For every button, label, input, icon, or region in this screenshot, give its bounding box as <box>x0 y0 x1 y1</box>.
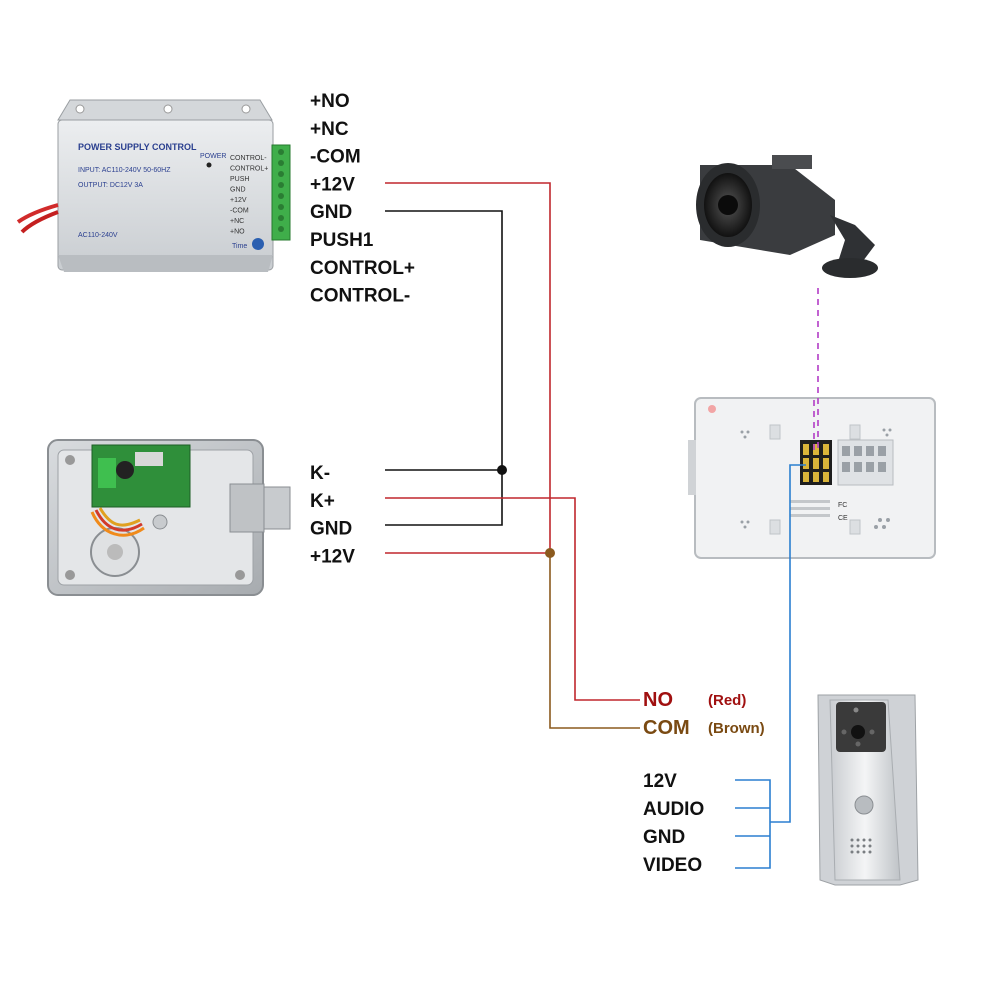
lock-terminal-list: K- K+ GND +12V <box>310 463 355 567</box>
lock-terminal-1: K+ <box>310 491 335 512</box>
ps-ac-label: AC110-240V <box>78 232 118 239</box>
cctv-camera <box>696 155 878 278</box>
ps-box-terminal-7: +NO <box>230 229 245 236</box>
indoor-monitor: FC CE <box>688 397 936 559</box>
lock-terminal-3: +12V <box>310 546 355 567</box>
doorbell-terminal-list: 12V AUDIO GND VIDEO <box>643 771 704 876</box>
ps-terminal-3: +12V <box>310 174 355 195</box>
ps-terminal-0: +NO <box>310 91 350 112</box>
ps-terminal-4: GND <box>310 202 352 223</box>
ps-power-label: POWER <box>200 153 226 160</box>
com-label: COM <box>643 717 690 739</box>
ps-box-terminal-6: +NC <box>230 218 244 225</box>
no-label: NO <box>643 689 673 711</box>
lock-terminal-2: GND <box>310 519 352 540</box>
ps-box-terminal-0: CONTROL- <box>230 155 267 162</box>
com-color-note: (Brown) <box>708 720 765 737</box>
junction-gnd <box>497 465 507 475</box>
ps-time-label: Time <box>232 243 247 250</box>
wire-com <box>549 553 640 729</box>
doorbell-terminal-0: 12V <box>643 771 677 792</box>
wire-kplus-no <box>385 497 640 701</box>
ps-terminal-7: CONTROL- <box>310 286 410 307</box>
ps-terminal-2: -COM <box>310 147 361 168</box>
doorbell-terminal-3: VIDEO <box>643 855 702 876</box>
ps-box-terminal-1: CONTROL+ <box>230 166 268 173</box>
time-knob-icon <box>252 238 264 250</box>
ps-box-terminal-2: PUSH <box>230 176 249 183</box>
ps-output: OUTPUT: DC12V 3A <box>78 182 143 189</box>
ps-terminal-labels: CONTROL- CONTROL+ PUSH GND +12V -COM +NC +NO <box>230 155 268 236</box>
ps-terminal-5: PUSH1 <box>310 230 374 251</box>
ps-terminal-1: +NC <box>310 119 349 140</box>
ps-terminal-6: CONTROL+ <box>310 258 415 279</box>
power-led <box>206 162 212 168</box>
fc-mark: FC <box>838 502 847 509</box>
ce-mark: CE <box>838 515 848 522</box>
no-color-note: (Red) <box>708 692 746 709</box>
wire-doorbell-bus <box>735 464 806 869</box>
junction-12v <box>545 548 555 558</box>
wire-ps-gnd <box>385 210 503 526</box>
outdoor-doorbell-camera <box>817 694 919 886</box>
wire-ps-12v <box>385 182 551 553</box>
ps-title: POWER SUPPLY CONTROL <box>78 142 197 152</box>
doorbell-terminal-2: GND <box>643 827 685 848</box>
ps-box-terminal-3: GND <box>230 187 246 194</box>
ps-box-terminal-5: -COM <box>230 208 249 215</box>
doorbell-terminal-1: AUDIO <box>643 799 704 820</box>
ps-input: INPUT: AC110-240V 50-60HZ <box>78 167 171 174</box>
electric-lock <box>47 439 291 596</box>
ps-box-terminal-4: +12V <box>230 197 247 204</box>
lock-terminal-0: K- <box>310 463 330 484</box>
wires <box>385 182 819 869</box>
power-supply-control-box: POWER SUPPLY CONTROL INPUT: AC110-240V 5… <box>16 99 291 272</box>
